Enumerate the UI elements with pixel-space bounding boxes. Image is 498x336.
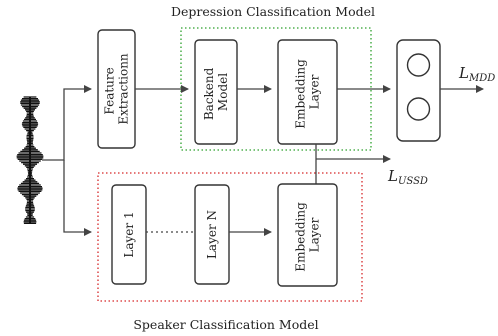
- embedding-layer-bottom-label: Embedding Layer: [294, 198, 322, 271]
- embedding-layer-bottom-block: [277, 183, 338, 287]
- waveform-to-feature-arrow: [42, 85, 92, 161]
- audio-waveform-icon: [16, 96, 44, 225]
- layer-n-label: Layer N: [205, 210, 219, 259]
- depression-model-title: Depression Classification Model: [171, 4, 375, 19]
- embedding-layer-top-label: Embedding Layer: [294, 55, 322, 128]
- mdd-loss-label: LMDD: [458, 64, 495, 84]
- waveform-to-layer1-arrow: [63, 160, 92, 236]
- output-node-icon: [406, 97, 431, 121]
- layer-1-block: [111, 184, 147, 285]
- backend-model-block: [194, 39, 238, 145]
- speaker-model-region: [97, 172, 363, 302]
- ussd-loss-label: LUSSD: [387, 167, 428, 187]
- feature-extraction-label: Feature Extractionn: [103, 53, 131, 125]
- backend-model-label: Backend Model: [202, 64, 230, 120]
- output-node-icon: [406, 53, 431, 77]
- layer-n-block: [194, 184, 230, 285]
- speaker-model-title: Speaker Classification Model: [133, 317, 318, 332]
- layer-1-label: Layer 1: [122, 211, 136, 257]
- embedding-layer-top-block: [277, 39, 338, 145]
